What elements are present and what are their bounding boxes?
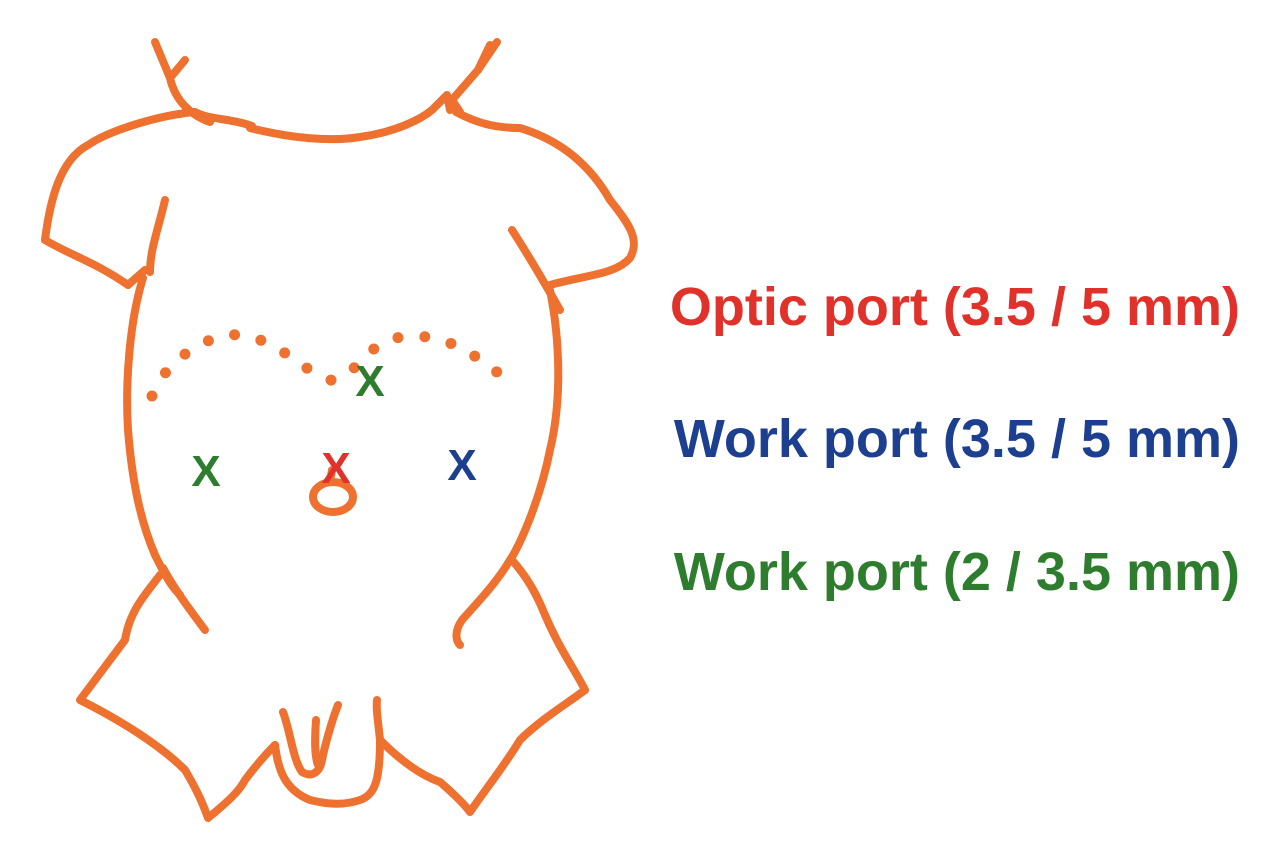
genital-outline	[271, 696, 384, 808]
right-flank-line	[452, 286, 563, 649]
costal-margin-dotted	[146, 329, 521, 402]
collar-line	[246, 91, 454, 144]
shoulder-line	[41, 108, 256, 244]
left-hip-line	[159, 564, 209, 634]
infant-body-outline	[41, 38, 638, 822]
port-marker-optic: X	[321, 444, 350, 493]
neck-left-line	[151, 38, 189, 82]
legend-item-work-port-small: Work port (2 / 3.5 mm)	[674, 542, 1240, 602]
left-flank-line	[123, 274, 184, 599]
neck-right-curve	[448, 66, 482, 116]
genital-inner-line	[279, 701, 342, 779]
port-marker-work-small-upper: X	[355, 357, 384, 406]
neck-right-line	[474, 38, 501, 74]
right-hip-line	[508, 556, 589, 694]
umbilicus-stalk	[326, 466, 336, 486]
legend-item-optic-port: Optic port (3.5 / 5 mm)	[670, 277, 1240, 337]
legend-item-work-port-large: Work port (3.5 / 5 mm)	[674, 409, 1240, 469]
right-leg-outline	[376, 686, 589, 816]
shoulder-right-line	[452, 108, 638, 289]
left-arm-outline	[41, 236, 149, 289]
genital-inner-line-2	[311, 716, 322, 769]
left-armpit-line	[146, 196, 169, 276]
left-leg-outline	[76, 571, 279, 822]
port-marker-work-large: X	[447, 441, 476, 490]
port-marker-work-small-left: X	[191, 447, 220, 496]
legend: Optic port (3.5 / 5 mm) Work port (3.5 /…	[670, 277, 1240, 602]
neck-left-curve	[166, 74, 214, 126]
port-markers: X X X X	[191, 357, 476, 496]
